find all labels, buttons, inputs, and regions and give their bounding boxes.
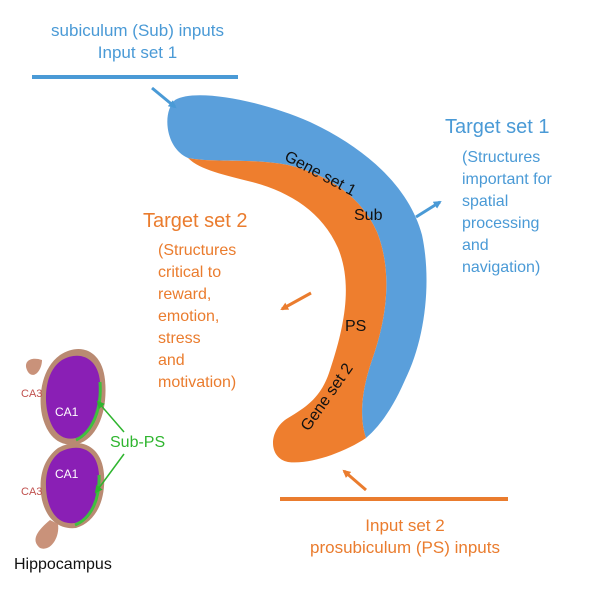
ps-label: PS — [345, 318, 367, 335]
sub-label: Sub — [354, 207, 383, 224]
target2-arrow — [280, 291, 312, 311]
target2-line: and — [158, 352, 185, 369]
ca3-top-label: CA3 — [21, 388, 43, 400]
ca3-bottom-label: CA3 — [21, 486, 43, 498]
target1-line: important for — [462, 171, 552, 188]
prosubiculum-band — [188, 158, 387, 463]
sub-ps-arrow-bottom — [94, 453, 125, 494]
target2-line: reward, — [158, 286, 212, 303]
hippocampus-caption: Hippocampus — [14, 556, 112, 573]
target1-line: navigation) — [462, 259, 541, 276]
target2-title: Target set 2 — [143, 210, 248, 232]
target2-line: (Structures — [158, 242, 237, 259]
ca1-top-label: CA1 — [55, 405, 79, 419]
ps-inputs-line2: prosubiculum (PS) inputs — [310, 538, 500, 557]
target1-line: processing — [462, 215, 540, 232]
sub-inputs-line2: Input set 1 — [97, 43, 178, 62]
ca1-bottom-label: CA1 — [55, 467, 79, 481]
target2-description: (Structures critical to reward, emotion,… — [158, 240, 236, 394]
sub-input-arrow — [151, 86, 177, 109]
ps-inputs-line1: Input set 2 — [365, 516, 445, 535]
target2-line: motivation) — [158, 374, 237, 391]
sub-ps-label: Sub-PS — [110, 434, 166, 451]
target1-description: (Structures important for spatial proces… — [462, 147, 552, 279]
ps-inputs-label: Input set 2 prosubiculum (PS) inputs — [290, 515, 520, 559]
target2-line: stress — [158, 330, 201, 347]
target1-title: Target set 1 — [445, 116, 550, 138]
target1-line: spatial — [462, 193, 509, 210]
sub-inputs-label: subiculum (Sub) inputs Input set 1 — [30, 20, 245, 64]
subiculum-band — [167, 95, 427, 438]
target1-line: and — [462, 237, 489, 254]
target1-line: (Structures — [462, 149, 541, 166]
target1-arrow — [415, 200, 442, 219]
ps-input-arrow — [342, 469, 367, 492]
hippocampus-illustration — [25, 348, 106, 549]
target2-line: critical to — [158, 264, 222, 281]
target2-line: emotion, — [158, 308, 220, 325]
sub-ps-arrow-top — [96, 400, 125, 433]
sub-inputs-line1: subiculum (Sub) inputs — [51, 21, 224, 40]
